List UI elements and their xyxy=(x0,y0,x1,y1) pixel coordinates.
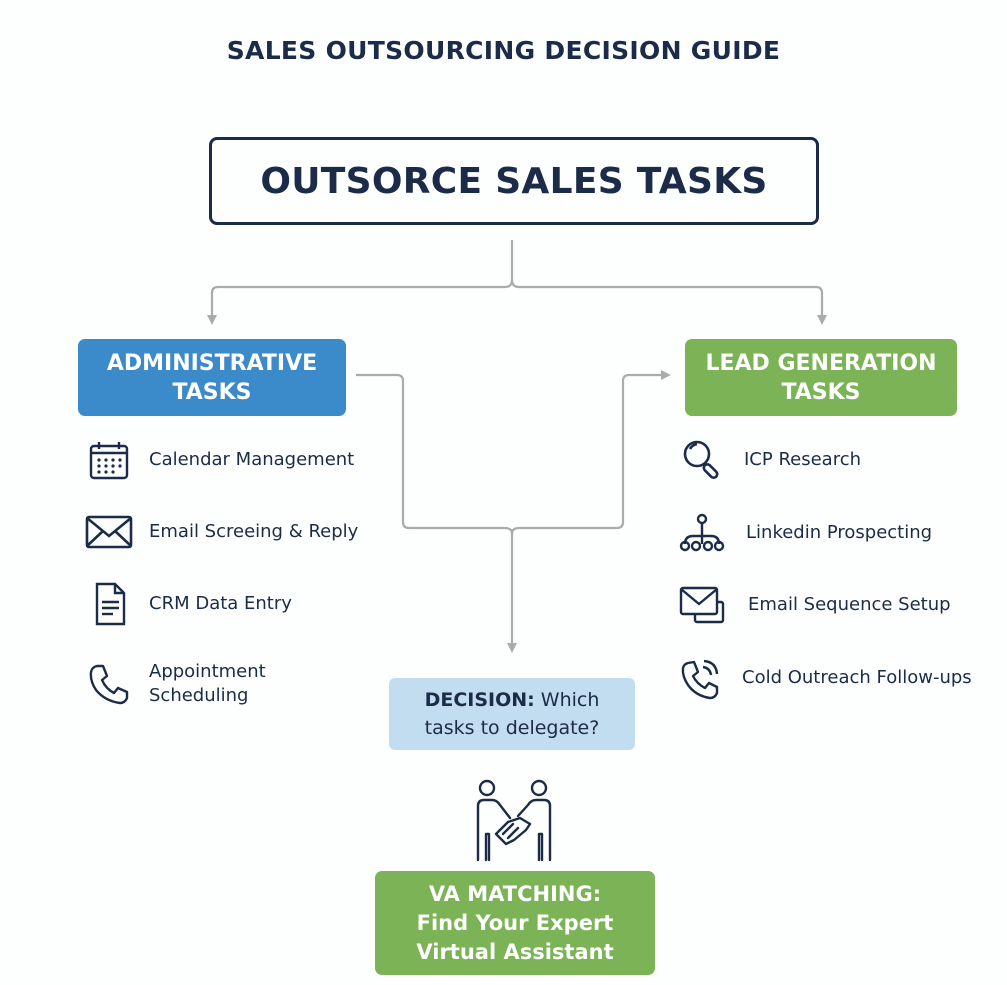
lead-generation-title-line1: LEAD GENERATION xyxy=(705,350,937,376)
root-node-outsource-sales-tasks: OUTSORCE SALES TASKS xyxy=(209,137,819,225)
va-matching-line1: VA MATCHING: xyxy=(428,881,602,906)
decision-label-rest: Which xyxy=(540,689,600,711)
phone-ringing-icon xyxy=(676,654,728,702)
phone-icon xyxy=(83,660,135,708)
envelope-icon xyxy=(83,508,135,556)
item-label: CRM Data Entry xyxy=(149,593,292,614)
va-matching-line3: Virtual Assistant xyxy=(416,939,614,964)
handshake-icon xyxy=(470,778,558,862)
list-item-email-screening: Email Screeing & Reply xyxy=(83,508,358,556)
decision-node: DECISION: Which tasks to delegate? xyxy=(389,678,635,750)
list-item-appointment-scheduling: Appointment Scheduling xyxy=(83,660,266,708)
root-node-label: OUTSORCE SALES TASKS xyxy=(260,160,768,202)
item-label: Email Sequence Setup xyxy=(748,594,951,615)
decision-label-line2: tasks to delegate? xyxy=(424,717,600,739)
administrative-tasks-node: ADMINISTRATIVE TASKS xyxy=(78,339,346,416)
lead-generation-title-line2: TASKS xyxy=(781,379,861,405)
va-matching-node: VA MATCHING: Find Your Expert Virtual As… xyxy=(375,871,655,975)
item-label: ICP Research xyxy=(744,449,862,470)
list-item-crm-data-entry: CRM Data Entry xyxy=(83,580,292,628)
item-label: Email Screeing & Reply xyxy=(149,521,359,542)
calendar-icon xyxy=(83,436,135,484)
list-item-icp-research: ICP Research xyxy=(676,436,861,484)
page-title: SALES OUTSOURCING DECISION GUIDE xyxy=(226,36,781,65)
list-item-linkedin-prospecting: Linkedin Prospecting xyxy=(676,509,932,557)
item-label: Cold Outreach Follow-ups xyxy=(742,667,972,688)
decision-bold-label: DECISION: xyxy=(424,689,535,711)
email-sequence-icon xyxy=(676,581,728,629)
item-label: Calendar Management xyxy=(149,449,355,470)
network-icon xyxy=(676,509,728,557)
item-label: Linkedin Prospecting xyxy=(746,522,933,543)
list-item-calendar-management: Calendar Management xyxy=(83,436,354,484)
document-icon xyxy=(83,580,135,628)
administrative-title-line1: ADMINISTRATIVE xyxy=(106,350,318,376)
list-item-email-sequence-setup: Email Sequence Setup xyxy=(676,581,951,629)
administrative-title-line2: TASKS xyxy=(172,379,252,405)
magnifier-icon xyxy=(676,436,728,484)
item-label: Appointment Scheduling xyxy=(149,661,266,706)
list-item-cold-outreach: Cold Outreach Follow-ups xyxy=(676,654,972,702)
lead-generation-tasks-node: LEAD GENERATION TASKS xyxy=(685,339,957,416)
va-matching-line2: Find Your Expert xyxy=(416,910,614,935)
